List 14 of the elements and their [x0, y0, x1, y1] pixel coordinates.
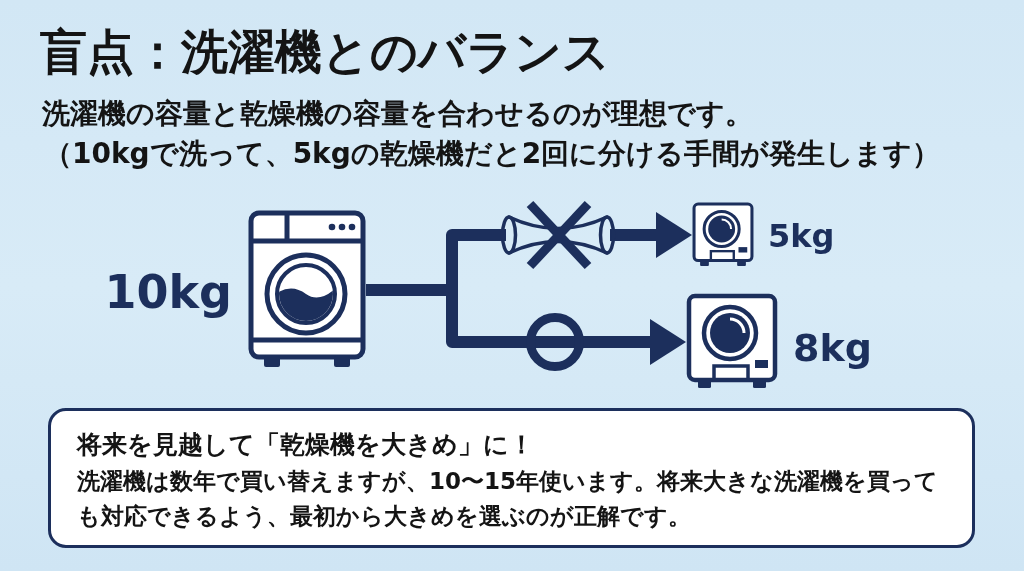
dryer-illustration [692, 202, 754, 268]
subtitle-text: （10kgで洗って、5kgの乾燥機だと2回に分ける手間が発生します） [44, 137, 941, 171]
callout-box [48, 408, 975, 548]
arrow [446, 296, 686, 365]
callout-heading: 将来を見越して「乾燥機を大きめ」に！ [77, 429, 534, 461]
capacity-label: 8kg [793, 329, 872, 367]
washing-machine-illustration [248, 210, 366, 370]
capacity-label: 5kg [768, 220, 835, 252]
subtitle-text: 洗濯機の容量と乾燥機の容量を合わせるのが理想です。 [42, 97, 753, 131]
callout-text: 洗濯機は数年で買い替えますが、10〜15年使います。将来大きな洗濯機を買っても対応できるよう、最初から大きめを選ぶのが正解です。 [77, 467, 939, 531]
title: 盲点：洗濯機とのバランス [40, 24, 610, 81]
connector-line [366, 284, 458, 296]
dryer-illustration [686, 293, 778, 391]
arrow [446, 212, 692, 284]
